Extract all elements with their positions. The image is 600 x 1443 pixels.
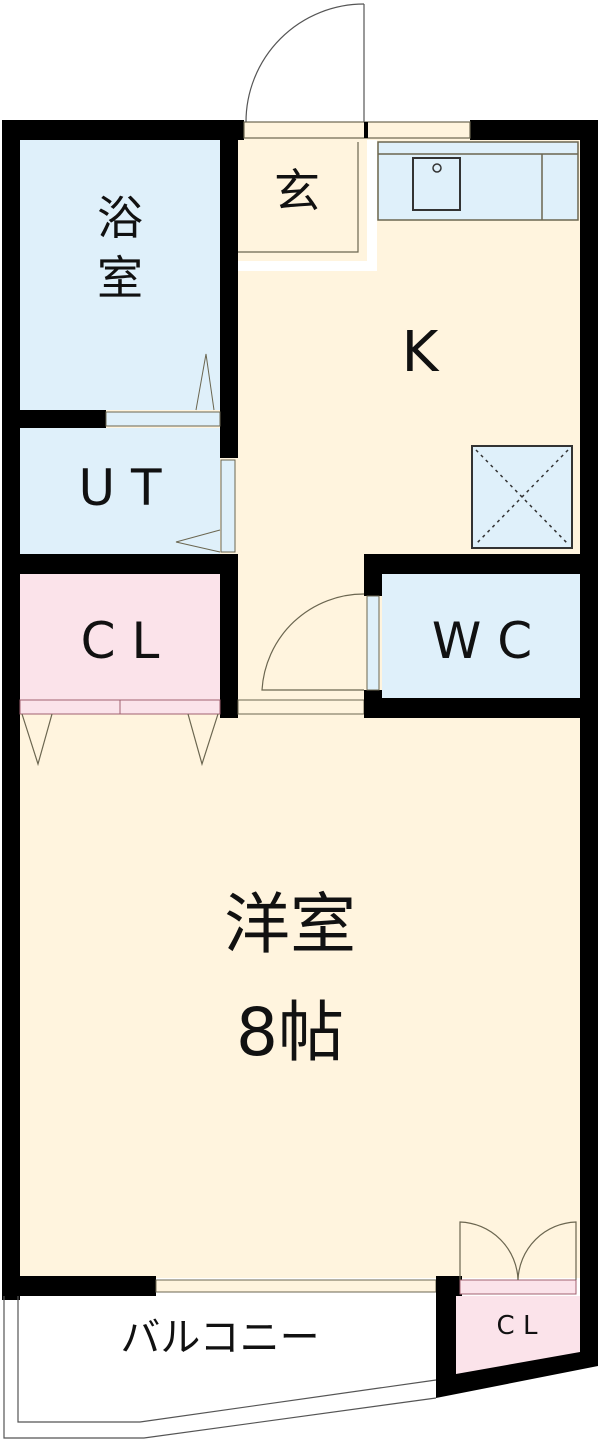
- utility-label: U T: [78, 459, 162, 517]
- balcony-label: バルコニー: [120, 1315, 320, 1361]
- wc-door-swing: [261, 593, 365, 691]
- entrance-label: 玄: [274, 164, 320, 218]
- utility-area: [20, 428, 220, 554]
- bath-area: [20, 138, 220, 410]
- closet-main-area: [20, 574, 220, 714]
- kitchen-counter: [377, 141, 579, 221]
- bath-label: 浴 室: [97, 191, 143, 305]
- toilet-label: W C: [431, 612, 533, 670]
- sink-icon: [412, 157, 461, 211]
- kitchen-label: K: [401, 320, 439, 385]
- western-room-label: 洋室 8帖: [224, 886, 356, 1071]
- closet-small-label: C L: [496, 1311, 538, 1341]
- toilet-area: [382, 574, 580, 700]
- closet-main-label: C L: [80, 612, 160, 670]
- entry-door-swing: [245, 3, 365, 123]
